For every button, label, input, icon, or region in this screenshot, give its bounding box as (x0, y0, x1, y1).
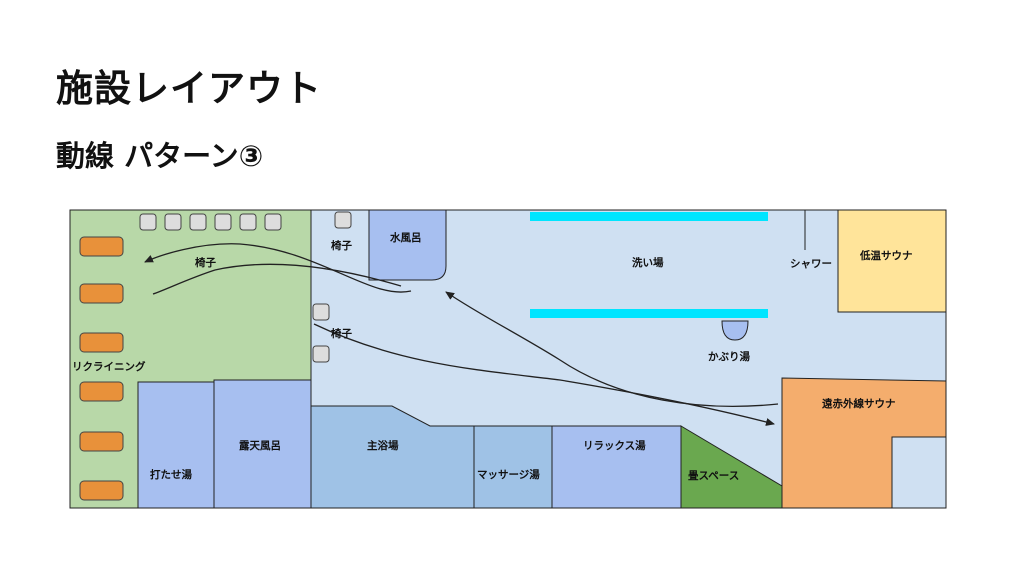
shower-bar-bottom (530, 309, 768, 318)
reclining-label: リクライニング (72, 360, 146, 373)
chair (334, 211, 352, 229)
recliner (79, 283, 124, 304)
page-title: 施設レイアウト (56, 67, 322, 110)
teion-sauna-label: 低温サウナ (859, 249, 913, 262)
recliner (79, 236, 124, 257)
page-subtitle: 動線 パターン③ (56, 139, 264, 173)
bath-chairs-top-label: 椅子 (331, 239, 352, 252)
flow-path (152, 263, 402, 295)
chair (214, 213, 232, 231)
chair (189, 213, 207, 231)
enseki-sauna-label: 遠赤外線サウナ (822, 397, 896, 410)
massage-yu-area (473, 425, 553, 509)
tatami-space-label: 畳スペース (688, 470, 739, 482)
chair (139, 213, 157, 231)
relax-yu-label: リラックス湯 (583, 439, 646, 452)
rotenburo-label: 露天風呂 (239, 439, 281, 452)
kaburi-yu-basin (721, 320, 749, 341)
shuyoku-jo-label: 主浴場 (367, 439, 399, 452)
recliner (79, 431, 124, 452)
teion-sauna-area (837, 209, 947, 313)
flow-arrow (313, 323, 775, 426)
massage-yu-label: マッサージ湯 (477, 468, 540, 481)
recliner (79, 332, 124, 353)
sauna-annex (891, 436, 947, 509)
recliner (79, 480, 124, 501)
shower-bar-top (530, 212, 768, 221)
shower-label: シャワー (790, 258, 832, 270)
lounge-chairs-label: 椅子 (195, 256, 216, 269)
chair (312, 303, 330, 321)
arai-ba-label: 洗い場 (632, 256, 664, 269)
rotenburo-area (213, 379, 312, 509)
utase-yu-area (137, 381, 215, 509)
kaburi-yu-label: かぶり湯 (708, 350, 750, 363)
recliner (79, 381, 124, 402)
outdoor-chair-row (139, 213, 282, 231)
mizuburo-area (368, 209, 447, 281)
chair (312, 345, 330, 363)
utase-yu-label: 打たせ湯 (150, 468, 192, 481)
flow-arrow (445, 291, 779, 407)
mizuburo-label: 水風呂 (389, 231, 422, 244)
relax-yu-area (551, 425, 682, 509)
bath-chairs-bottom-label: 椅子 (331, 327, 352, 340)
chair (164, 213, 182, 231)
chair (239, 213, 257, 231)
recliner-column (79, 236, 124, 501)
chair (264, 213, 282, 231)
tatami-space-area (680, 425, 783, 509)
flow-arrow (144, 243, 412, 293)
